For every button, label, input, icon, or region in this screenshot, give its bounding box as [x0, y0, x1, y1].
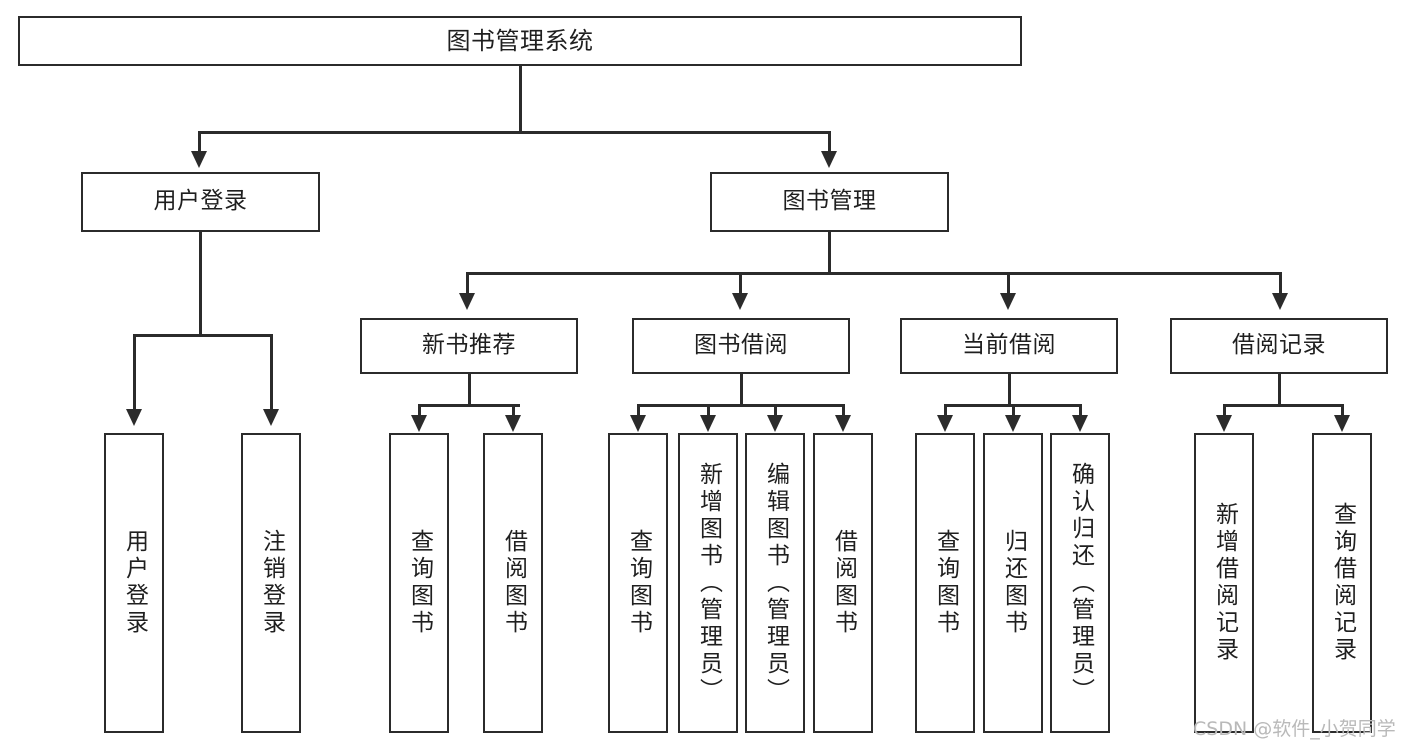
arrow-current-borrow-to-query — [937, 415, 953, 432]
arrow-user-login-to-login — [126, 409, 142, 426]
edge-book-manage-to-borrow — [739, 272, 742, 294]
edge-current-borrow-stem — [1008, 374, 1011, 406]
node-label: 当前借阅 — [962, 332, 1056, 359]
node-new-book-recommend[interactable]: 新书推荐 — [360, 318, 578, 374]
edge-book-manage-bar — [466, 272, 1281, 275]
leaf-label: 用户登录 — [121, 529, 148, 637]
edge-root-stem — [519, 66, 522, 132]
node-borrow-record[interactable]: 借阅记录 — [1170, 318, 1388, 374]
node-label: 借阅记录 — [1232, 332, 1326, 359]
arrow-book-borrow-to-edit — [767, 415, 783, 432]
leaf-current-confirm-return-admin[interactable]: 确认归还（管理员） — [1050, 433, 1110, 733]
leaf-label: 归还图书 — [1000, 529, 1027, 637]
edge-user-login-to-logout — [270, 334, 273, 410]
leaf-label: 借阅图书 — [830, 529, 857, 637]
edge-new-book-stem — [468, 374, 471, 406]
arrow-new-book-to-borrow — [505, 415, 521, 432]
leaf-user-login[interactable]: 用户登录 — [104, 433, 164, 733]
edge-user-login-bar — [133, 334, 272, 337]
node-user-login[interactable]: 用户登录 — [81, 172, 320, 232]
leaf-label: 确认归还（管理员） — [1067, 461, 1094, 705]
arrow-user-login-to-logout — [263, 409, 279, 426]
edge-root-bar — [198, 131, 831, 134]
leaf-borrow-edit-book-admin[interactable]: 编辑图书（管理员） — [745, 433, 805, 733]
edge-book-manage-to-current — [1007, 272, 1010, 294]
edge-book-borrow-to-query — [637, 404, 640, 416]
arrow-borrow-record-to-query — [1334, 415, 1350, 432]
node-label: 图书管理系统 — [446, 26, 594, 55]
arrow-new-book-to-query — [411, 415, 427, 432]
arrow-root-to-book-manage — [821, 151, 837, 168]
edge-user-login-stem — [199, 232, 202, 336]
edge-current-borrow-to-return — [1012, 404, 1015, 416]
edge-book-borrow-bar — [637, 404, 843, 407]
edge-borrow-record-to-query — [1341, 404, 1344, 416]
arrow-current-borrow-to-return — [1005, 415, 1021, 432]
arrow-book-manage-to-borrow — [732, 293, 748, 310]
leaf-label: 注销登录 — [258, 529, 285, 637]
edge-new-book-bar — [418, 404, 520, 407]
leaf-borrow-add-book-admin[interactable]: 新增图书（管理员） — [678, 433, 738, 733]
node-root-system[interactable]: 图书管理系统 — [18, 16, 1022, 66]
node-label: 新书推荐 — [422, 332, 516, 359]
leaf-recommend-query-book[interactable]: 查询图书 — [389, 433, 449, 733]
edge-book-borrow-to-add — [707, 404, 710, 416]
arrow-book-borrow-to-add — [700, 415, 716, 432]
leaf-label: 新增借阅记录 — [1211, 502, 1238, 664]
arrow-root-to-user-login — [191, 151, 207, 168]
edge-borrow-record-stem — [1278, 374, 1281, 406]
arrow-book-manage-to-new-book — [459, 293, 475, 310]
edge-book-borrow-to-lend — [842, 404, 845, 416]
node-label: 图书管理 — [782, 188, 877, 215]
leaf-label: 查询借阅记录 — [1329, 502, 1356, 664]
node-book-management[interactable]: 图书管理 — [710, 172, 949, 232]
edge-book-borrow-stem — [740, 374, 743, 406]
leaf-label: 借阅图书 — [500, 529, 527, 637]
leaf-label: 编辑图书（管理员） — [762, 461, 789, 705]
edge-current-borrow-to-query — [944, 404, 947, 416]
leaf-current-return-book[interactable]: 归还图书 — [983, 433, 1043, 733]
edge-new-book-to-borrow — [512, 404, 515, 416]
leaf-label: 查询图书 — [406, 529, 433, 637]
leaf-label: 查询图书 — [625, 529, 652, 637]
leaf-label: 新增图书（管理员） — [695, 461, 722, 705]
edge-root-to-book-manage — [828, 131, 831, 153]
edge-borrow-record-bar — [1223, 404, 1342, 407]
edge-new-book-to-query — [418, 404, 421, 416]
arrow-borrow-record-to-add — [1216, 415, 1232, 432]
arrow-current-borrow-to-confirm — [1072, 415, 1088, 432]
leaf-borrow-lend-book[interactable]: 借阅图书 — [813, 433, 873, 733]
leaf-record-query[interactable]: 查询借阅记录 — [1312, 433, 1372, 733]
edge-book-manage-stem — [828, 232, 831, 274]
arrow-book-borrow-to-query — [630, 415, 646, 432]
leaf-current-query-book[interactable]: 查询图书 — [915, 433, 975, 733]
edge-book-borrow-to-edit — [774, 404, 777, 416]
csdn-watermark: CSDN @软件_小贺同学 — [1193, 718, 1396, 740]
edge-current-borrow-to-confirm — [1079, 404, 1082, 416]
arrow-book-manage-to-current — [1000, 293, 1016, 310]
edge-book-manage-to-new-book — [466, 272, 469, 294]
leaf-borrow-query-book[interactable]: 查询图书 — [608, 433, 668, 733]
leaf-label: 查询图书 — [932, 529, 959, 637]
edge-borrow-record-to-add — [1223, 404, 1226, 416]
edge-root-to-user-login — [198, 131, 201, 153]
edge-book-manage-to-record — [1279, 272, 1282, 294]
node-current-borrow[interactable]: 当前借阅 — [900, 318, 1118, 374]
leaf-record-add[interactable]: 新增借阅记录 — [1194, 433, 1254, 733]
node-label: 用户登录 — [153, 188, 248, 215]
arrow-book-manage-to-record — [1272, 293, 1288, 310]
edge-user-login-to-login — [133, 334, 136, 410]
node-book-borrow[interactable]: 图书借阅 — [632, 318, 850, 374]
leaf-recommend-borrow-book[interactable]: 借阅图书 — [483, 433, 543, 733]
leaf-user-logout[interactable]: 注销登录 — [241, 433, 301, 733]
arrow-book-borrow-to-lend — [835, 415, 851, 432]
node-label: 图书借阅 — [694, 332, 788, 359]
